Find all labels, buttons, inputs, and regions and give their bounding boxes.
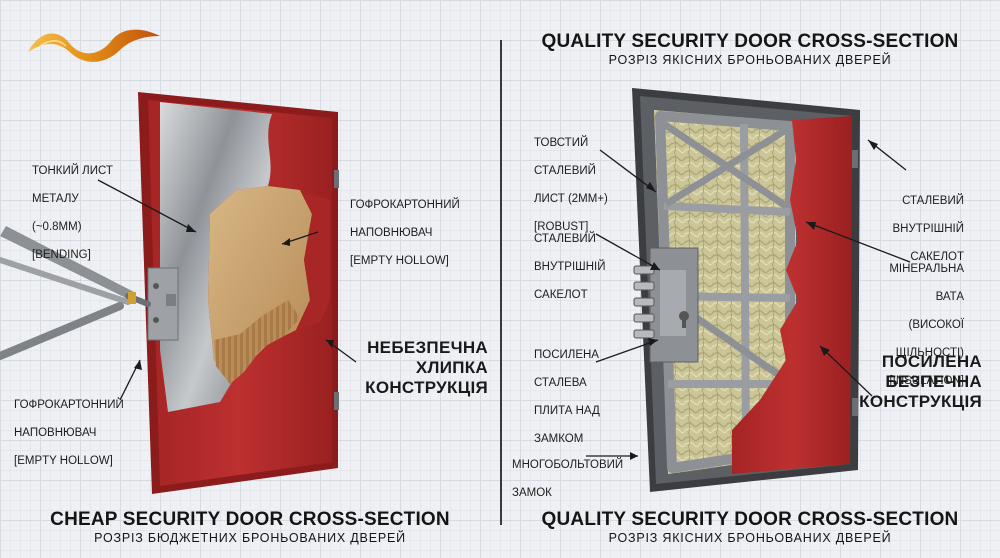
cheap-verdict: НЕБЕЗПЕЧНА ХЛИПКА КОНСТРУКЦІЯ: [365, 338, 488, 397]
label-thin-sheet: ТОНКИЙ ЛИСТ МЕТАЛУ (~0.8ММ) [BENDING]: [32, 165, 113, 261]
top-title-sub: РОЗРІЗ ЯКІСНИХ БРОНЬОВАНИХ ДВЕРЕЙ: [608, 53, 892, 67]
logo-swoosh-icon: [28, 29, 160, 62]
label-thick-sheet: ТОВСТИЙ СТАЛЕВИЙ ЛИСТ (2ММ+) [ROBUST]: [534, 137, 608, 233]
quality-verdict: ПОСИЛЕНА БЕЗПЕЧНА КОНСТРУКЦІЯ: [859, 352, 982, 411]
lock-bolts-icon: [633, 265, 689, 339]
right-caption-main: QUALITY SECURITY DOOR CROSS-SECTION: [541, 509, 959, 530]
left-caption-main: CHEAP SECURITY DOOR CROSS-SECTION: [50, 509, 450, 530]
label-cardboard-bottom: ГОФРОКАРТОННИЙ НАПОВНЮВАЧ [EMPTY HOLLOW]: [14, 399, 124, 467]
hinge-icon: [334, 170, 339, 410]
label-mineral-wool: МІНЕРАЛЬНА ВАТА (ВИСОКОЇ ЩІЛЬНОСТІ) [INS…: [889, 263, 964, 387]
quality-door: [632, 88, 860, 492]
left-caption: CHEAP SECURITY DOOR CROSS-SECTION РОЗРІЗ…: [20, 508, 480, 546]
label-inner-frame-left: СТАЛЕВИЙ ВНУТРІШНІЙ САКЕЛОТ: [534, 233, 606, 301]
left-caption-sub: РОЗРІЗ БЮДЖЕТНИХ БРОНЬОВАНИХ ДВЕРЕЙ: [94, 531, 406, 545]
label-multibolt-lock: МНОГОБОЛЬТОВИЙ ЗАМОК: [512, 459, 624, 499]
center-divider: [500, 40, 502, 525]
right-caption: QUALITY SECURITY DOOR CROSS-SECTION РОЗР…: [520, 508, 980, 546]
top-title: QUALITY SECURITY DOOR CROSS-SECTION РОЗР…: [520, 30, 980, 68]
right-caption-sub: РОЗРІЗ ЯКІСНИХ БРОНЬОВАНИХ ДВЕРЕЙ: [608, 531, 892, 545]
label-reinforced-plate: ПОСИЛЕНА СТАЛЕВА ПЛИТА НАД ЗАМКОМ: [534, 349, 600, 445]
label-inner-frame-right: СТАЛЕВИЙ ВНУТРІШНІЙ САКЕЛОТ: [892, 195, 964, 263]
top-title-main: QUALITY SECURITY DOOR CROSS-SECTION: [541, 31, 959, 52]
label-cardboard-top: ГОФРОКАРТОННИЙ НАПОВНЮВАЧ [EMPTY HOLLOW]: [350, 199, 460, 267]
crowbar-icon: [0, 226, 151, 360]
cheap-door: [138, 92, 339, 494]
leader-arrowheads: [134, 140, 878, 460]
